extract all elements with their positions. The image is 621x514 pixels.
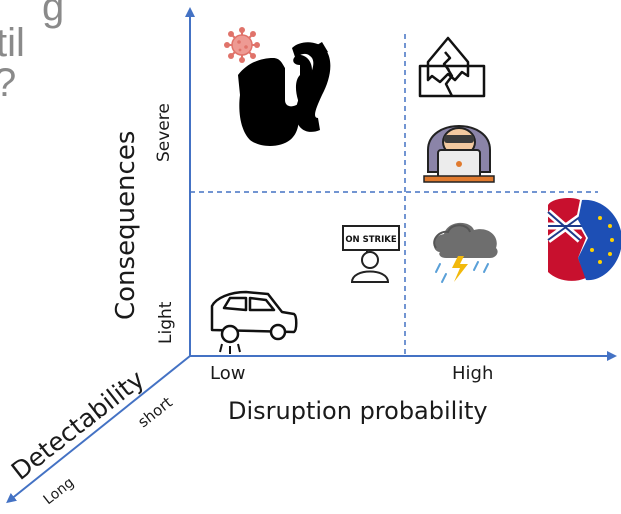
x-tick-low: Low <box>210 363 246 384</box>
hacker-icon <box>423 125 495 183</box>
car-breakdown-icon <box>210 290 298 354</box>
y-tick-light: Light <box>156 301 176 344</box>
z-tick-long: Long <box>41 475 78 508</box>
strike-protester-icon: ON STRIKE <box>342 225 400 283</box>
z-tick-short: short <box>134 393 176 431</box>
z-axis-label: Detectability <box>6 364 150 485</box>
title-fragment-3: ? <box>0 62 16 104</box>
title-fragment-1: g <box>42 0 65 29</box>
x-tick-high: High <box>452 363 494 384</box>
brexit-flag-icon <box>545 197 621 281</box>
x-axis-label: Disruption probability <box>228 397 488 425</box>
earthquake-house-icon <box>418 36 486 98</box>
storm-cloud-icon <box>433 222 498 283</box>
z-axis <box>6 355 191 504</box>
virus-icon <box>224 27 260 63</box>
black-swan-icon <box>238 42 331 146</box>
strike-sign-text: ON STRIKE <box>345 235 397 245</box>
y-tick-severe: Severe <box>154 103 174 162</box>
y-axis-label: Consequences <box>111 131 141 320</box>
title-fragment-2: til <box>0 21 25 65</box>
